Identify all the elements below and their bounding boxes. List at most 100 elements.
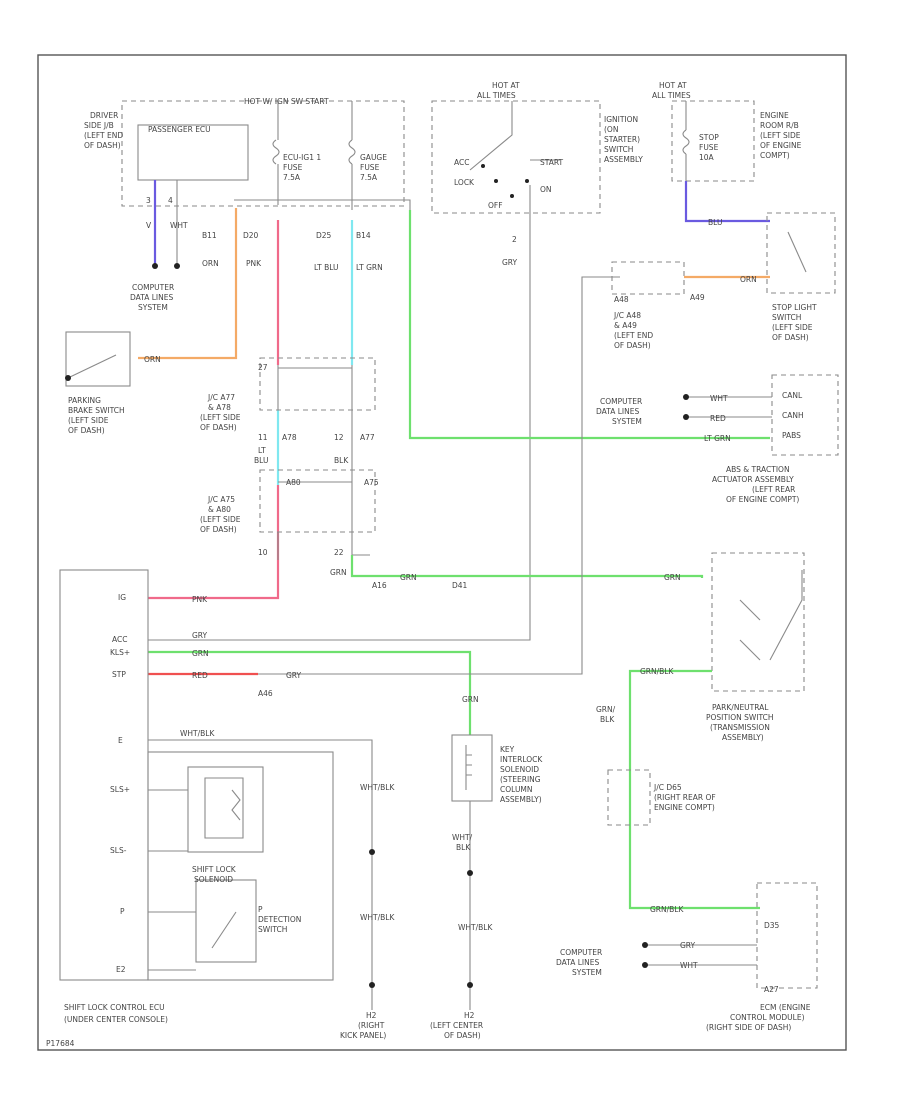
- label-abs-2: ACTUATOR ASSEMBLY: [712, 475, 794, 484]
- label-park-neutral-2: POSITION SWITCH: [706, 713, 774, 722]
- label-key-interlock-5: COLUMN: [500, 785, 533, 794]
- label-stop-light-3: (LEFT SIDE: [772, 323, 813, 332]
- wire-top-feed: [277, 101, 353, 210]
- wire-gray-junction: [351, 365, 370, 556]
- parking-brake-switch-box: [65, 331, 131, 387]
- wire-label-orn3: ORN: [740, 275, 757, 284]
- label-parking-1: PARKING: [68, 396, 101, 405]
- label-engine-room-2: ROOM R/B: [760, 121, 799, 130]
- label-ecu-1: SHIFT LOCK CONTROL ECU: [64, 1003, 165, 1012]
- detection-switch-contact: [211, 911, 237, 949]
- abs-can-terminal-2: [683, 414, 689, 420]
- abs-actuator-outline: [771, 374, 839, 456]
- label-jc-d65-1: J/C D65: [653, 783, 682, 792]
- wire-label-whtblk: WHT/BLK: [180, 729, 215, 738]
- abs-can-terminal-1: [683, 394, 689, 400]
- num-11: 11: [258, 433, 268, 442]
- wire-jb-bus: [234, 199, 411, 210]
- label-jc-a75-3: (LEFT SIDE: [200, 515, 241, 524]
- label-g1-2: (RIGHT: [358, 1021, 385, 1030]
- label-g1-3: KICK PANEL): [340, 1031, 386, 1040]
- num-2: 2: [512, 235, 517, 244]
- label-jc-d65-3: ENGINE COMPT): [654, 803, 715, 812]
- pin-acc: ACC: [112, 635, 127, 644]
- label-parking-2: BRAKE SWITCH: [68, 406, 125, 415]
- wire-lt-blue: [276, 220, 354, 485]
- wire-label-grn-key: GRN: [462, 695, 479, 704]
- wire-label-lt: LT: [258, 446, 266, 455]
- label-shift-solenoid-2: SOLENOID: [194, 875, 233, 884]
- label-key-interlock-3: SOLENOID: [500, 765, 539, 774]
- conn-d35: D35: [764, 921, 780, 930]
- data-line-terminal-1: [152, 263, 158, 269]
- ign-contact-lock: [494, 179, 498, 183]
- label-abs-3: (LEFT REAR: [752, 485, 795, 494]
- wire-label-gry2: GRY: [192, 631, 208, 640]
- wire-label-grn3: GRN: [664, 573, 681, 582]
- pin-sls-m: SLS-: [110, 846, 127, 855]
- label-jc-a77-1: J/C A77: [207, 393, 235, 402]
- label-jc-a48-3: (LEFT END: [614, 331, 653, 340]
- label-key-interlock-1: KEY: [500, 745, 515, 754]
- wire-lt-green: [408, 210, 770, 440]
- ignition-switch-outline: [431, 100, 601, 214]
- label-fuse1-2: FUSE: [283, 163, 303, 172]
- key-interlock-solenoid-box: [451, 734, 493, 802]
- label-park-neutral-4: ASSEMBLY): [722, 733, 764, 742]
- data-line-terminal-2: [174, 263, 180, 269]
- conn-d20: D20: [243, 231, 259, 240]
- label-dj-3: (LEFT END: [84, 131, 123, 140]
- jc-a75-outline: [259, 469, 376, 533]
- passenger-ecu-box: [137, 124, 249, 181]
- wire-label-gry-ecm: GRY: [680, 941, 696, 950]
- wire-ecm-can: [645, 944, 757, 966]
- shift-lock-ecu-box: [59, 569, 149, 981]
- label-stop-light-1: STOP LIGHT: [772, 303, 817, 312]
- label-ign-acc: ACC: [454, 158, 469, 167]
- detection-switch-box: [195, 879, 257, 963]
- label-g2-2: (LEFT CENTER: [430, 1021, 483, 1030]
- label-abs-1: ABS & TRACTION: [726, 465, 790, 474]
- ecm-can-terminal-1: [642, 942, 648, 948]
- label-fuse2-2: FUSE: [360, 163, 380, 172]
- label-jc-a75-2: & A80: [208, 505, 231, 514]
- label-ign-2: (ON: [604, 125, 618, 134]
- label-hot-all3: HOT AT: [659, 81, 687, 90]
- wire-label-ltblu1: LT BLU: [314, 263, 339, 272]
- label-engine-room-5: COMPT): [760, 151, 790, 160]
- wire-label-grn-blk1: GRN/: [596, 705, 616, 714]
- conn-a48: A48: [614, 295, 629, 304]
- conn-a80: A80: [286, 478, 301, 487]
- label-engine-room-3: (LEFT SIDE: [760, 131, 801, 140]
- wire-label-grn1: GRN: [330, 568, 347, 577]
- num-4: 4: [168, 196, 173, 205]
- wire-jc-a75-bus: [277, 481, 352, 560]
- label-stop-fuse-2: FUSE: [699, 143, 719, 152]
- label-jc-a77-3: (LEFT SIDE: [200, 413, 241, 422]
- label-ecu-2: (UNDER CENTER CONSOLE): [64, 1015, 168, 1024]
- diagram-frame: [37, 54, 847, 1051]
- conn-a27: A27: [764, 985, 779, 994]
- wire-label-grn-blk2: BLK: [600, 715, 615, 724]
- wire-label-whtblk2: WHT/BLK: [360, 783, 395, 792]
- key-ground-point-2: [467, 982, 473, 988]
- conn-d25: D25: [316, 231, 332, 240]
- wire-label-pnk2: PNK: [192, 595, 208, 604]
- fuse-ecu-ig1-symbol: [272, 139, 280, 165]
- num-12: 12: [334, 433, 344, 442]
- label-jc-a48-2: & A49: [614, 321, 637, 330]
- label-comp-data-mid-3: SYSTEM: [612, 417, 642, 426]
- label-key-interlock-2: INTERLOCK: [500, 755, 543, 764]
- label-comp-data-mid-2: DATA LINES: [596, 407, 639, 416]
- label-canl: CANL: [782, 391, 803, 400]
- label-engine-room-1: ENGINE: [760, 111, 789, 120]
- label-ign-1: IGNITION: [604, 115, 638, 124]
- wire-gray-stp: [258, 276, 620, 675]
- label-abs-4: OF ENGINE COMPT): [726, 495, 799, 504]
- label-ign-on: ON: [540, 185, 552, 194]
- label-g2-1: H2: [464, 1011, 475, 1020]
- wire-green-kls: [148, 650, 472, 735]
- label-dj-2: SIDE J/B: [84, 121, 114, 130]
- conn-b14: B14: [356, 231, 371, 240]
